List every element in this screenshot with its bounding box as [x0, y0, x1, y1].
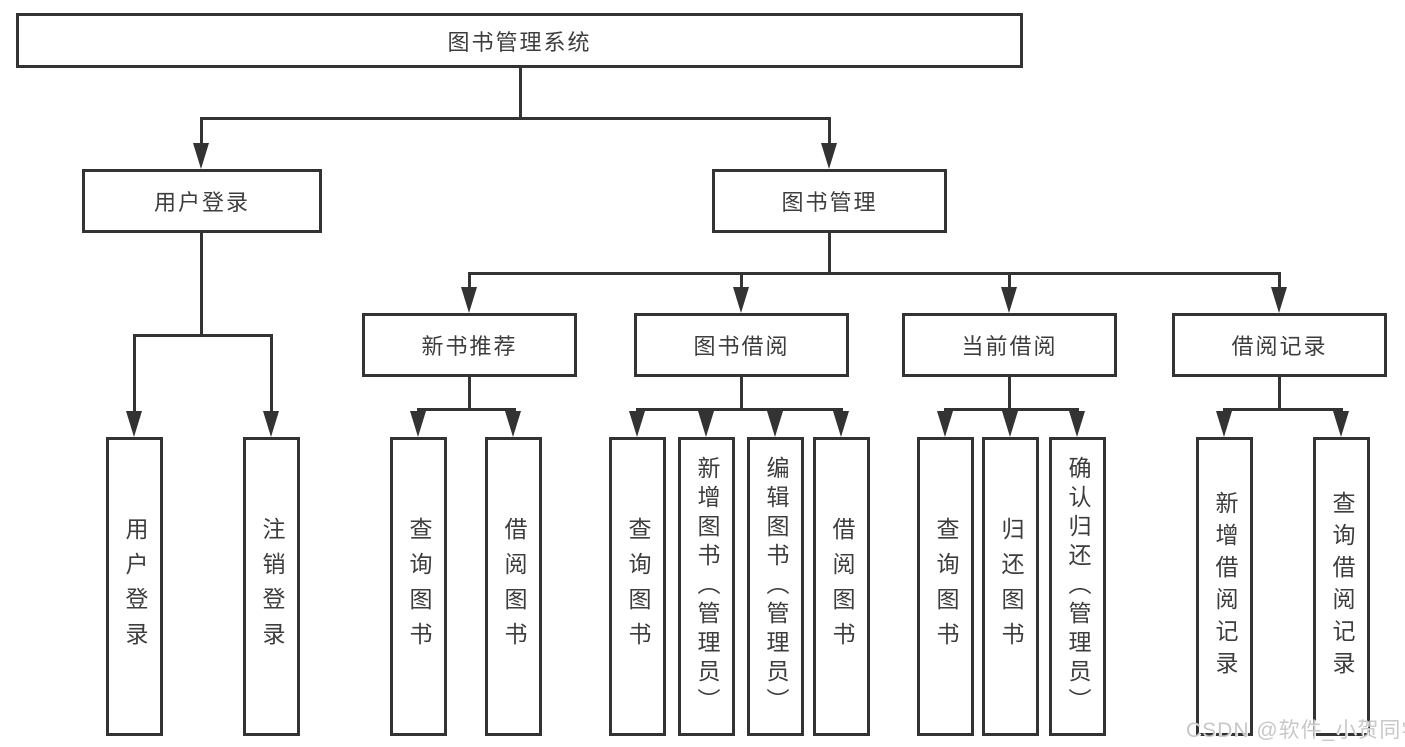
arrowhead-down-borrow-records	[1271, 287, 1287, 313]
connector-stub-book-mgmt	[828, 120, 831, 144]
connector-root-drop	[519, 68, 522, 117]
node-bb-borrow-books-label: 借阅图书	[829, 516, 855, 657]
node-bb-add-books-admin-label: 新增图书（管理员）	[694, 456, 720, 717]
node-logout: 注销登录	[243, 437, 300, 736]
connector-borrowrecords-split	[1223, 408, 1343, 411]
connector-stub-book-borrow	[740, 275, 743, 288]
connector-bookborrow-split	[636, 408, 843, 411]
connector-stub-borrow-records	[1278, 275, 1281, 288]
arrowhead-down-cb-query	[937, 411, 953, 437]
arrowhead-down-bb-add	[698, 411, 714, 437]
node-bb-query-books: 查询图书	[609, 437, 666, 736]
node-bb-add-books-admin: 新增图书（管理员）	[678, 437, 735, 736]
node-cb-confirm-return-admin: 确认归还（管理员）	[1049, 437, 1106, 736]
node-book-borrow-label: 图书借阅	[693, 334, 790, 359]
arrowhead-down-user-login	[193, 143, 209, 169]
node-user-login: 用户登录	[82, 169, 322, 233]
node-cb-confirm-return-admin-label: 确认归还（管理员）	[1065, 456, 1091, 717]
connector-newbooks-split	[417, 408, 516, 411]
node-login: 用户登录	[106, 437, 163, 736]
node-book-mgmt-label: 图书管理	[781, 190, 878, 215]
node-login-label: 用户登录	[122, 516, 148, 657]
connector-userlogin-drop	[200, 233, 203, 334]
connector-root-split	[200, 117, 831, 120]
node-bb-borrow-books: 借阅图书	[813, 437, 870, 736]
node-nb-borrow-books: 借阅图书	[485, 437, 542, 736]
arrowhead-down-book-borrow	[733, 287, 749, 313]
node-current-borrow-label: 当前借阅	[961, 334, 1058, 359]
connector-currentborrow-drop	[1008, 377, 1011, 408]
arrowhead-down-nb-borrow	[505, 411, 521, 437]
watermark: CSDN @软件_小贺同学	[1186, 719, 1405, 742]
node-nb-query-books: 查询图书	[390, 437, 447, 736]
node-cb-return-books-label: 归还图书	[998, 516, 1024, 657]
node-new-books: 新书推荐	[362, 313, 577, 377]
node-book-borrow: 图书借阅	[634, 313, 849, 377]
node-book-mgmt: 图书管理	[712, 169, 947, 233]
arrowhead-down-cb-confirm	[1069, 411, 1085, 437]
node-br-query-record: 查询借阅记录	[1313, 437, 1370, 736]
connector-stub-current-borrow	[1008, 275, 1011, 288]
node-bb-query-books-label: 查询图书	[625, 516, 651, 657]
arrowhead-down-cb-return	[1002, 411, 1018, 437]
node-current-borrow: 当前借阅	[902, 313, 1117, 377]
connector-userlogin-split	[133, 334, 273, 337]
arrowhead-down-current-borrow	[1001, 287, 1017, 313]
node-new-books-label: 新书推荐	[421, 334, 518, 359]
connector-stub-login	[133, 337, 136, 412]
arrowhead-down-login	[126, 411, 142, 437]
arrowhead-down-bb-borrow	[833, 411, 849, 437]
connector-newbooks-drop	[468, 377, 471, 408]
node-bb-edit-books-admin-label: 编辑图书（管理员）	[763, 456, 789, 717]
arrowhead-down-br-query	[1333, 411, 1349, 437]
connector-borrowrecords-drop	[1278, 377, 1281, 408]
node-cb-query-books-label: 查询图书	[933, 516, 959, 657]
arrowhead-down-logout	[263, 411, 279, 437]
node-cb-return-books: 归还图书	[982, 437, 1039, 736]
node-borrow-records-label: 借阅记录	[1231, 334, 1328, 359]
arrowhead-down-bb-query	[629, 411, 645, 437]
node-cb-query-books: 查询图书	[917, 437, 974, 736]
arrowhead-down-nb-query	[410, 411, 426, 437]
node-nb-borrow-books-label: 借阅图书	[501, 516, 527, 657]
arrowhead-down-br-add	[1216, 411, 1232, 437]
connector-stub-user-login	[200, 120, 203, 144]
node-br-add-record-label: 新增借阅记录	[1212, 490, 1238, 683]
connector-bookborrow-drop	[740, 377, 743, 408]
node-root-label: 图书管理系统	[447, 29, 592, 55]
node-br-query-record-label: 查询借阅记录	[1329, 490, 1355, 683]
arrowhead-down-book-mgmt	[821, 143, 837, 169]
node-br-add-record: 新增借阅记录	[1196, 437, 1253, 736]
connector-bookmgmt-split	[468, 272, 1281, 275]
connector-stub-logout	[270, 337, 273, 412]
arrowhead-down-bb-edit	[767, 411, 783, 437]
connector-currentborrow-split	[944, 408, 1079, 411]
connector-bookmgmt-drop	[828, 233, 831, 272]
node-borrow-records: 借阅记录	[1172, 313, 1387, 377]
node-root: 图书管理系统	[16, 13, 1023, 68]
connector-stub-new-books	[468, 275, 471, 288]
node-user-login-label: 用户登录	[153, 190, 250, 215]
node-logout-label: 注销登录	[259, 516, 285, 657]
node-bb-edit-books-admin: 编辑图书（管理员）	[747, 437, 804, 736]
node-nb-query-books-label: 查询图书	[406, 516, 432, 657]
arrowhead-down-new-books	[461, 287, 477, 313]
